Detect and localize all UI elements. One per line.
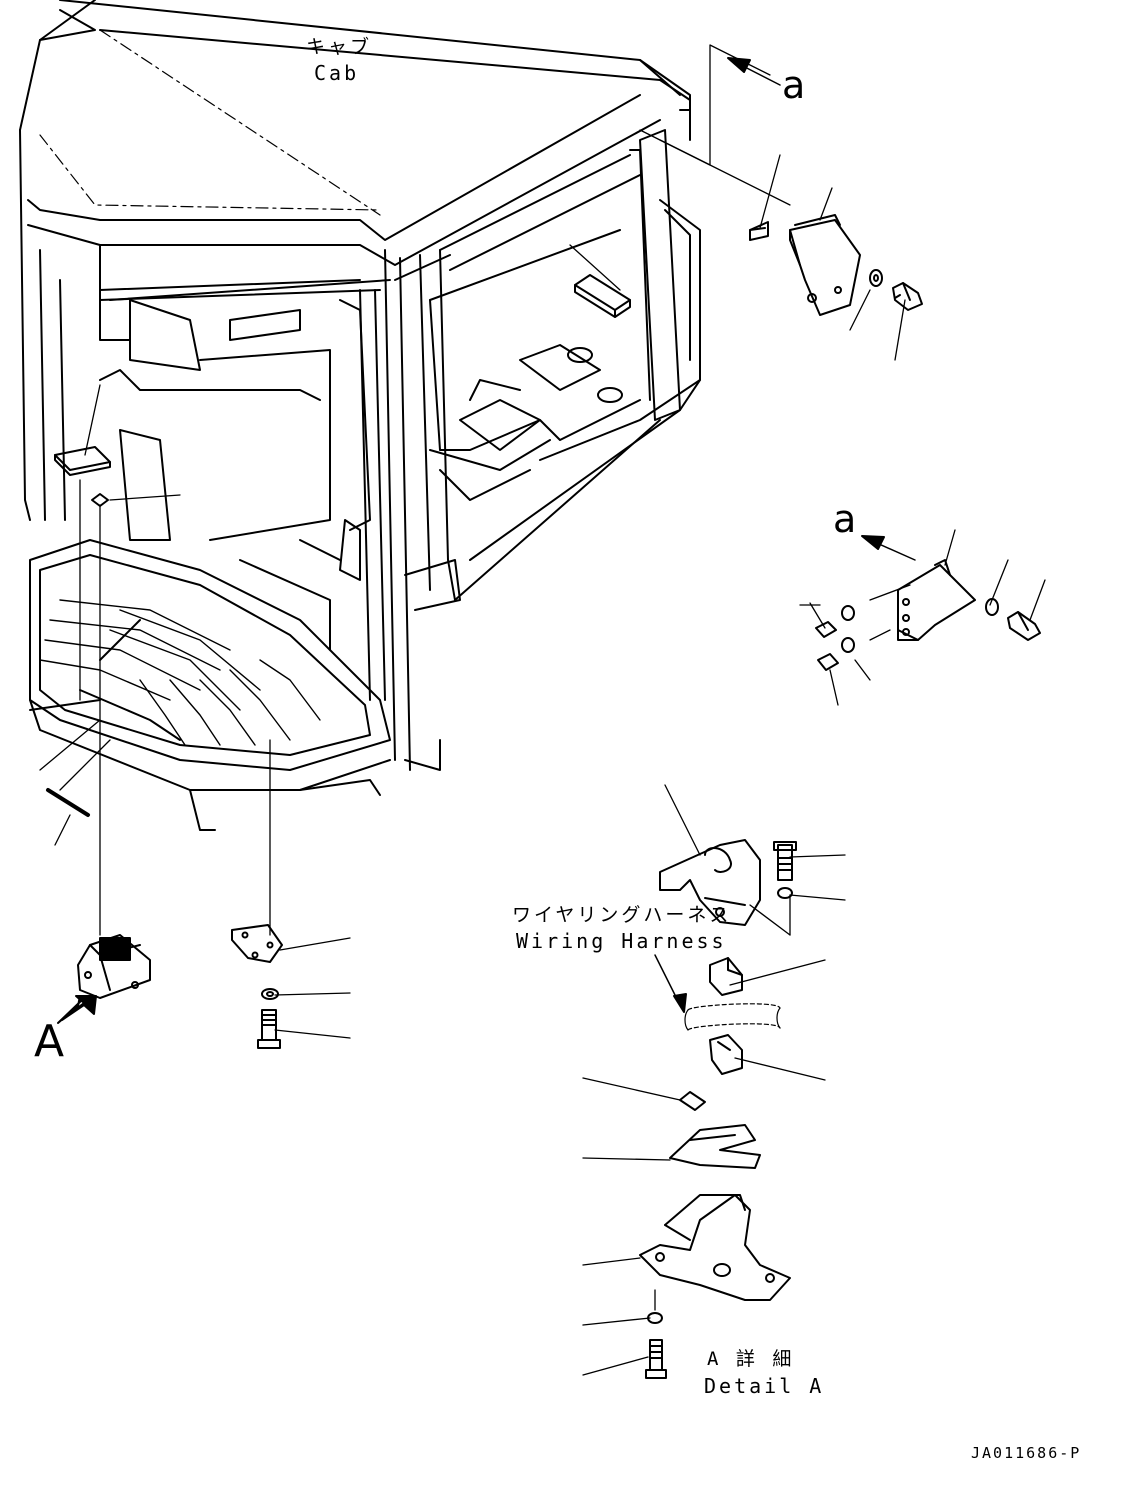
cab-label-en: Cab [314, 61, 360, 85]
part-bolt-detail-lower [645, 1339, 667, 1379]
cab-roof [19, 0, 691, 301]
cab-rear-pillar [239, 289, 386, 701]
part-washer-detail [647, 1312, 663, 1324]
wiring-harness-label-en: Wiring Harness [516, 929, 727, 953]
part-bolt-lower [257, 1009, 281, 1049]
cab-frame [384, 129, 701, 771]
part-holder [669, 1124, 761, 1169]
part-bolt-top [892, 282, 923, 311]
part-pad-top [749, 221, 769, 241]
part-screws-mid [815, 621, 839, 671]
part-bolt-detail [773, 841, 797, 899]
part-rear-pad [574, 274, 631, 318]
part-washers-mid [841, 598, 999, 653]
drawing-code: JA011686-P [971, 1444, 1082, 1462]
part-bracket-top [789, 214, 861, 316]
part-mount-A [77, 934, 151, 999]
wiring-harness-tube [684, 1003, 781, 1031]
part-clip-bracket [659, 839, 761, 926]
part-plate [231, 924, 283, 963]
part-clamp-upper [709, 957, 743, 996]
part-washer-top [869, 269, 883, 287]
cab-left-frame [19, 129, 371, 541]
detail-a-label-en: Detail A [704, 1374, 825, 1398]
part-bolt-mid [1007, 611, 1041, 641]
cab-floor-mat [29, 539, 391, 831]
part-bracket-mid [897, 559, 976, 641]
part-pin [46, 788, 90, 817]
view-a-label-mid: a [833, 497, 857, 541]
detail-a-label-jp: A 詳 細 [707, 1348, 795, 1370]
part-strip [679, 1091, 706, 1111]
part-left-pad [54, 446, 111, 507]
cab-label-jp: キャブ [306, 36, 373, 58]
cab-rear-panel [429, 229, 641, 501]
view-a-label-top: a [782, 63, 806, 107]
part-clamp-lower [709, 1034, 743, 1075]
part-base-bracket [639, 1194, 791, 1301]
wiring-harness-label-jp: ワイヤリングハーネス [512, 904, 732, 926]
view-A-label: A [34, 1016, 65, 1067]
part-washer-lower [261, 988, 279, 1000]
callout-lines [39, 44, 1046, 1376]
